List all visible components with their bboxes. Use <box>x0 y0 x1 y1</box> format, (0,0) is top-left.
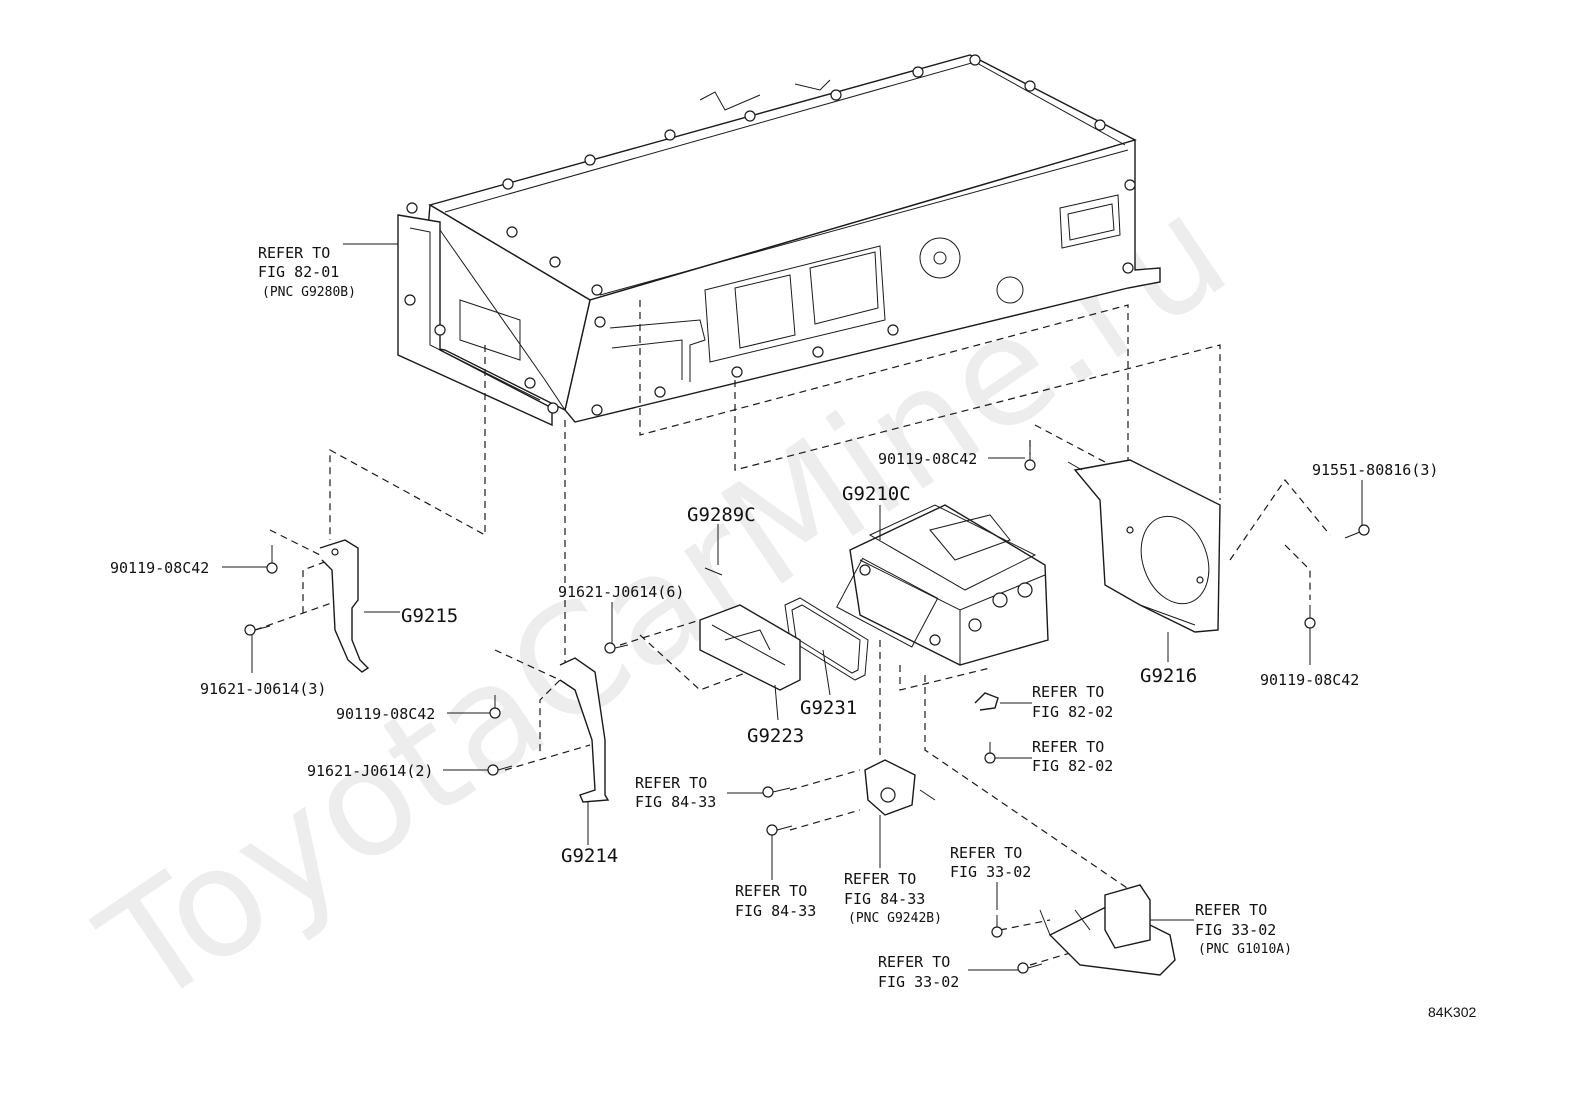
ecu-g9210c-drawing <box>836 504 1049 666</box>
part-number-90119-left: 90119-08C42 <box>110 559 209 577</box>
refer-33-02-b-line1: REFER TO <box>1195 901 1267 919</box>
part-label-g9216: G9216 <box>1140 665 1197 687</box>
clip-82-02-a <box>974 692 999 711</box>
refer-84-33-c-line1: REFER TO <box>844 870 916 888</box>
labels: REFER TO FIG 82-01 (PNC G9280B) 90119-08… <box>110 244 1476 1020</box>
refer-33-02-c-line2: FIG 33-02 <box>878 973 959 991</box>
bolt-90119-top <box>1024 440 1036 471</box>
part-number-90119-top: 90119-08C42 <box>878 450 977 468</box>
bolt-84-33-a <box>762 786 791 798</box>
part-label-g9289c: G9289C <box>687 504 756 526</box>
fasteners <box>244 440 1370 974</box>
bolt-91551 <box>1344 524 1370 539</box>
mount-assembly-drawing <box>1039 884 1176 976</box>
part-number-90119-right: 90119-08C42 <box>1260 671 1359 689</box>
part-label-g9223: G9223 <box>747 725 804 747</box>
cover-g9223-drawing <box>699 604 801 691</box>
part-number-91621-2: 91621-J0614(2) <box>307 762 433 780</box>
refer-84-33-a-line2: FIG 84-33 <box>635 793 716 811</box>
inverter-housing-drawing <box>397 54 1161 427</box>
bolt-91621-3 <box>244 624 271 636</box>
refer-84-33-c-line2: FIG 84-33 <box>844 890 925 908</box>
sensor-assembly-drawing <box>864 759 936 816</box>
bolt-91621-6 <box>604 642 629 654</box>
pin-g9289c-drawing <box>704 567 723 576</box>
bolt-90119-right <box>1304 605 1316 629</box>
bolt-33-02-c <box>1017 962 1043 974</box>
refer-82-02-a-line2: FIG 82-02 <box>1032 703 1113 721</box>
part-label-g9231: G9231 <box>800 697 857 719</box>
refer-82-01-line2: FIG 82-01 <box>258 263 339 281</box>
part-label-g9210c: G9210C <box>842 483 911 505</box>
refer-33-02-b-pnc: (PNC G1010A) <box>1198 942 1292 957</box>
refer-82-02-a-line1: REFER TO <box>1032 683 1104 701</box>
refer-84-33-a-line1: REFER TO <box>635 774 707 792</box>
refer-33-02-a-line1: REFER TO <box>950 844 1022 862</box>
bolt-33-02-a <box>991 915 1003 938</box>
housing-bolt-heads <box>404 54 1136 416</box>
part-number-90119-mid: 90119-08C42 <box>336 705 435 723</box>
part-label-g9215: G9215 <box>401 605 458 627</box>
bracket-g9214-drawing <box>559 657 610 803</box>
refer-82-02-b-line1: REFER TO <box>1032 738 1104 756</box>
refer-84-33-c-pnc: (PNC G9242B) <box>848 911 942 926</box>
refer-84-33-b-line2: FIG 84-33 <box>735 902 816 920</box>
assembly-guide-lines <box>254 300 1331 966</box>
refer-84-33-b-line1: REFER TO <box>735 882 807 900</box>
refer-82-01-pnc: (PNC G9280B) <box>262 285 356 300</box>
diagram-code: 84K302 <box>1428 1004 1476 1020</box>
bracket-g9216-drawing <box>1067 459 1221 633</box>
bolt-84-33-b <box>766 824 793 836</box>
refer-82-01-line1: REFER TO <box>258 244 330 262</box>
refer-82-02-b-line2: FIG 82-02 <box>1032 757 1113 775</box>
leader-lines <box>222 243 1363 971</box>
bolt-90119-left <box>266 545 278 574</box>
part-label-g9214: G9214 <box>561 845 618 867</box>
part-number-91621-6: 91621-J0614(6) <box>558 583 684 601</box>
refer-33-02-c-line1: REFER TO <box>878 953 950 971</box>
part-number-91551: 91551-80816(3) <box>1312 461 1438 479</box>
bolt-82-02-b <box>984 742 996 764</box>
part-number-91621-3: 91621-J0614(3) <box>200 680 326 698</box>
bracket-g9215-drawing <box>319 539 370 673</box>
refer-33-02-a-line2: FIG 33-02 <box>950 863 1031 881</box>
refer-33-02-b-line2: FIG 33-02 <box>1195 921 1276 939</box>
